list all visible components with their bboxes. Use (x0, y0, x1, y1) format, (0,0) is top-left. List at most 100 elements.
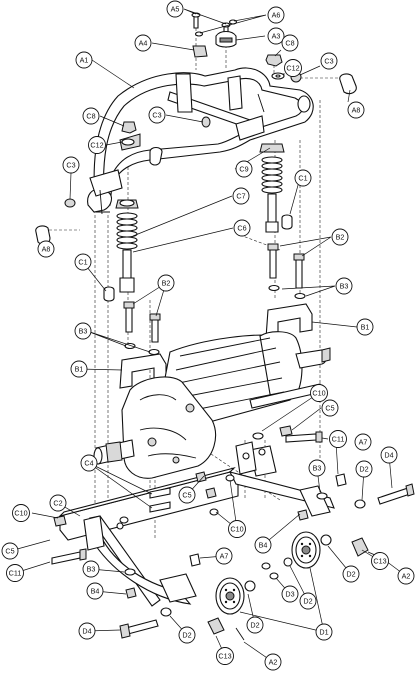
callout-c5-right: C5 (321, 399, 339, 417)
callout-label: C10 (230, 525, 243, 534)
callout-b2-right: B2 (331, 228, 349, 246)
callout-label: C12 (90, 141, 103, 150)
shock-assemblies (103, 143, 293, 302)
callout-c11-right: C11 (329, 430, 347, 448)
callout-label: B2 (336, 233, 345, 242)
callout-c12-left: C12 (88, 136, 106, 154)
callout-b3-bottom: B3 (82, 560, 100, 578)
callout-label: C13 (373, 557, 386, 566)
callout-a6: A6 (267, 6, 285, 24)
callout-c6: C6 (233, 219, 251, 237)
callout-c4: C4 (80, 454, 98, 472)
callout-c1-left: C1 (74, 253, 92, 271)
callout-a5: A5 (166, 0, 184, 18)
callout-label: C6 (237, 224, 246, 233)
callout-d2-lower-right: D2 (342, 565, 360, 583)
callout-c7: C7 (232, 187, 250, 205)
callout-label: C8 (86, 112, 95, 121)
callout-label: B3 (79, 327, 88, 336)
callout-a2-left: A2 (264, 653, 282, 671)
callout-label: B4 (259, 541, 268, 550)
callout-label: D2 (182, 631, 191, 640)
callout-label: C2 (53, 499, 62, 508)
callout-label: B4 (91, 587, 100, 596)
callout-label: A3 (272, 32, 281, 41)
callout-a2-right: A2 (397, 567, 415, 585)
callout-label: A8 (352, 106, 361, 115)
callout-label: C3 (66, 161, 75, 170)
callout-b3-right: B3 (335, 277, 353, 295)
top-hardware (35, 12, 357, 245)
callout-a1: A1 (75, 51, 93, 69)
callout-label: C5 (182, 491, 191, 500)
callout-label: C5 (5, 547, 14, 556)
callout-c5-mid: C5 (178, 486, 196, 504)
callout-c8-left: C8 (82, 107, 100, 125)
callout-label: C5 (325, 404, 334, 413)
seat-frame-a1 (87, 67, 314, 215)
callout-c11-left: C11 (6, 564, 24, 582)
lower-frame-c2 (58, 441, 335, 607)
callout-d2-right: D2 (355, 460, 373, 478)
callout-d1: D1 (315, 623, 333, 641)
callout-label: C10 (14, 509, 27, 518)
callout-label: A2 (402, 572, 411, 581)
callout-label: A5 (171, 5, 180, 14)
callout-c3-mid: C3 (148, 106, 166, 124)
callout-b4-left: B4 (86, 582, 104, 600)
callout-a7-left: A7 (215, 547, 233, 565)
callout-label: D2 (250, 621, 259, 630)
callout-c12-top: C12 (284, 59, 302, 77)
callout-b2-left: B2 (157, 274, 175, 292)
callout-c3-top-right: C3 (320, 52, 338, 70)
callout-d2-bottom: D2 (246, 616, 264, 634)
callout-label: C8 (285, 39, 294, 48)
callout-a3: A3 (267, 27, 285, 45)
callout-label: A7 (220, 552, 229, 561)
callout-b1-left: B1 (70, 360, 88, 378)
callout-label: B3 (313, 464, 322, 473)
callout-d3: D3 (281, 585, 299, 603)
callout-c8-top: C8 (281, 34, 299, 52)
callout-b4-right: B4 (254, 536, 272, 554)
callout-d2-bottom-left: D2 (178, 626, 196, 644)
callout-label: D1 (319, 628, 328, 637)
callout-label: C1 (78, 258, 87, 267)
anti-tip-wheels (207, 531, 369, 635)
callout-a7-right: A7 (354, 433, 372, 451)
callout-label: B1 (361, 323, 370, 332)
callout-label: B3 (340, 282, 349, 291)
lower-hardware (51, 425, 415, 641)
callout-label: D2 (359, 465, 368, 474)
callout-label: B3 (87, 565, 96, 574)
callout-c13-right: C13 (371, 552, 389, 570)
callout-d4-right: D4 (380, 446, 398, 464)
callout-c10-left: C10 (12, 504, 30, 522)
callout-d2-mid: D2 (299, 592, 317, 610)
callout-c10-mid: C10 (228, 520, 246, 538)
callout-label: B1 (75, 365, 84, 374)
callout-d4-left: D4 (78, 622, 96, 640)
callout-c1-right: C1 (294, 169, 312, 187)
callout-label: C4 (84, 459, 93, 468)
callout-label: A4 (139, 39, 148, 48)
callout-c10-top: C10 (310, 384, 328, 402)
callout-b3-left: B3 (74, 322, 92, 340)
motor-transaxle (93, 331, 331, 479)
callout-label: D2 (346, 570, 355, 579)
callout-label: C11 (332, 435, 345, 444)
callout-label: C10 (312, 389, 325, 398)
callout-a8-left: A8 (37, 240, 55, 258)
callout-label: C13 (218, 652, 231, 661)
callout-label: C3 (152, 111, 161, 120)
callout-a8-right: A8 (347, 101, 365, 119)
callout-label: D2 (303, 597, 312, 606)
callout-label: D4 (82, 627, 91, 636)
callout-label: A7 (359, 438, 368, 447)
callout-label: A2 (269, 658, 278, 667)
callout-c13-left: C13 (216, 647, 234, 665)
callout-label: C3 (324, 57, 333, 66)
callout-c5-left: C5 (1, 542, 19, 560)
callout-a4: A4 (134, 34, 152, 52)
callout-label: A6 (272, 11, 281, 20)
